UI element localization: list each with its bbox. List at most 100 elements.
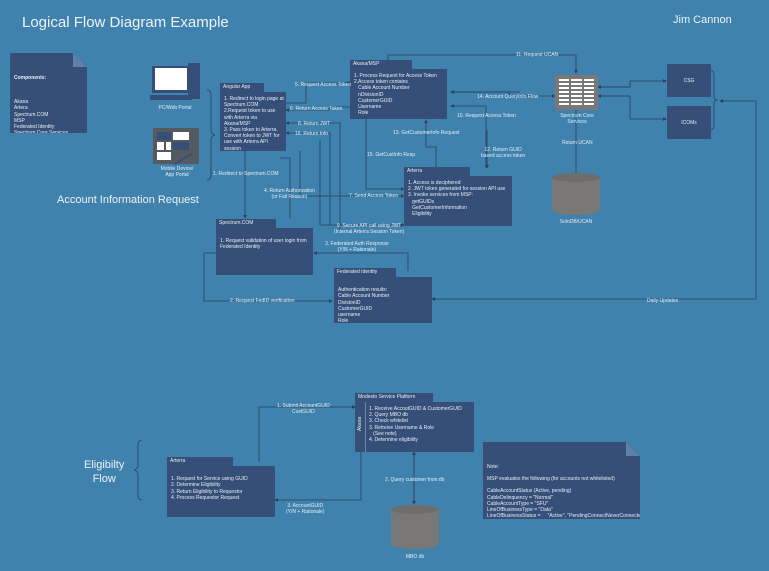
flow-label-6: 6. Return Access Token — [290, 106, 343, 112]
flow-label-3-line1: 3. Federated Auth Response — [325, 241, 389, 247]
section-eligibility: Eligibilty Flow — [84, 458, 124, 486]
flow-label-3-line2: (Y/N + Rationale) — [337, 247, 377, 253]
package-body: 1. Request validation of user login from… — [216, 228, 313, 275]
section-account-info: Account Information Request — [57, 194, 199, 206]
line-5 — [286, 81, 351, 104]
flow-label-daily-updates: Daily Updates — [647, 298, 679, 304]
flow-label-8: 8. Return JWT — [298, 121, 331, 127]
flow-label-e3: 3. AccountGUID (Y/N + Rationale) — [286, 503, 325, 515]
line-11 — [387, 54, 578, 74]
package-body: 1. Redirect to login page at Spectrum.CO… — [220, 92, 286, 152]
flow-label-2: 2. Request FedID verification — [230, 298, 295, 304]
line-9 — [319, 140, 405, 227]
flow-label-9-line2: (Internal Arterra Session Token) — [334, 229, 405, 235]
flow-label-9-line1: 9. Secure API call using JWT — [336, 223, 402, 229]
line-daily — [431, 100, 757, 301]
flow-label-e3-line1: 3. AccountGUID — [287, 503, 324, 509]
page-title: Logical Flow Diagram Example — [22, 14, 229, 31]
flow-label-3: 3. Federated Auth Response (Y/N + Ration… — [325, 241, 389, 253]
flow-label-7: 7. Send Access Token — [349, 193, 399, 199]
section-eligibility-line1: Eligibilty — [84, 459, 125, 471]
package-body: 1. Request for Service using GUID 2. Det… — [167, 466, 275, 517]
brace-eligibility — [133, 439, 143, 501]
package-title: Arterra — [404, 167, 470, 176]
package-angular-app: Angular App 1. Redirect to login page at… — [220, 83, 286, 152]
line-13 — [424, 119, 437, 169]
line-8 — [285, 121, 341, 232]
flow-label-e1-line2: CustGUID — [292, 409, 315, 415]
flow-label-5: 5. Request Access Token — [295, 82, 352, 88]
line-core-icoms — [598, 95, 667, 121]
package-side-label: Akana — [357, 416, 363, 431]
components-heading: Components: — [14, 74, 47, 81]
line-15 — [365, 119, 405, 191]
package-body: 1. Process Request for Access Token 2.Ac… — [350, 69, 447, 119]
flow-label-10: 10. Request Access Token — [457, 113, 516, 119]
package-title: Spectrum.COM — [216, 219, 276, 228]
pc-label: PC/Web Portal — [158, 105, 192, 111]
package-body: Authentication results: Cable Account Nu… — [334, 277, 432, 324]
line-e3 — [274, 452, 362, 502]
package-arterra: Arterra 1. Access is deciphered 2. JWT t… — [404, 167, 512, 226]
flow-label-12: 12. Return GUID based access token — [481, 147, 525, 159]
mobile-label-line1: Mobile Device/ — [160, 166, 194, 172]
brace-csg-icoms — [709, 69, 719, 131]
package-title: Akana/MSP — [350, 60, 412, 69]
components-note: Components: Akana Artera Spectrum.COM MS… — [10, 53, 87, 133]
flow-label-9: 9. Secure API call using JWT (Internal A… — [334, 223, 404, 235]
package-spectrum-com: Spectrum.COM 1. Request validation of us… — [216, 219, 313, 275]
flow-label-4: 4. Return Authorization (or Fail Reason) — [264, 188, 315, 200]
package-arterra-eligibility: Arterra 1. Request for Service using GUI… — [167, 457, 275, 517]
flow-label-e1: 1. Submit AccountGUID CustGUID — [277, 403, 330, 415]
line-7 — [299, 151, 405, 198]
solodb-cylinder-icon — [552, 173, 600, 217]
system-csg: CSG — [667, 64, 711, 97]
solodb-label: SoloDB/UCAN — [559, 219, 593, 225]
core-services-label-line2: Services — [567, 119, 587, 125]
line-3 — [313, 251, 409, 271]
line-4 — [280, 157, 291, 218]
flow-label-return-ucan: Return UCAN — [562, 140, 593, 146]
package-title: Modesto Service Platform — [355, 393, 433, 402]
flow-label-14: 14. Account QueryInfo Flow — [477, 94, 539, 100]
flow-label-4-line1: 4. Return Authorization — [264, 188, 315, 194]
author-name: Jim Cannon — [673, 14, 732, 26]
flow-label-13: 13. GetCustomerInfo Request — [393, 130, 460, 136]
mbodb-label: MBO db — [405, 554, 425, 560]
line-e1 — [258, 405, 356, 462]
line-6 — [285, 106, 350, 112]
brace-devices — [206, 89, 216, 181]
mbodb-cylinder-icon — [391, 505, 439, 551]
flow-label-15: 15. GetCustInfo Resp — [367, 152, 416, 158]
mobile-label: Mobile Device/ App Portal — [150, 166, 204, 178]
mobile-label-line2: App Portal — [165, 172, 189, 178]
package-title: Federated Identity — [334, 268, 396, 277]
mobile-device-icon — [153, 128, 199, 165]
system-icoms: ICOMs — [667, 106, 711, 139]
flow-label-4-line2: (or Fail Reason) — [271, 194, 308, 200]
pc-icon — [150, 63, 200, 105]
package-body: 1. Access is deciphered 2. JWT token gen… — [404, 176, 512, 226]
core-services-icon — [555, 75, 598, 110]
line-16 — [285, 131, 331, 225]
msp-evaluation-note: Note: MSP evaluates the following (for a… — [483, 442, 640, 519]
package-body: 1. Receive AccoutGUID & CustomerGUID 2. … — [355, 402, 474, 452]
line-2 — [203, 252, 333, 303]
package-akana-msp: Akana/MSP 1. Process Request for Access … — [350, 60, 447, 119]
flow-label-12-line1: 12. Return GUID — [484, 147, 522, 153]
flow-label-e2: 2. Query customer from db — [385, 477, 445, 483]
line-10 — [450, 104, 487, 168]
flow-label-e1-line1: 1. Submit AccountGUID — [277, 403, 330, 409]
core-services-label: Spectrum Core Services — [550, 113, 604, 125]
core-services-label-line1: Spectrum Core — [560, 113, 594, 119]
package-title: Arterra — [167, 457, 233, 466]
package-federated-identity: Federated Identity Authentication result… — [334, 268, 432, 324]
flow-label-e3-line2: (Y/N + Rationale) — [286, 509, 325, 515]
package-modesto-service-platform: Modesto Service Platform 1. Receive Acco… — [355, 393, 474, 452]
line-core-csg — [598, 79, 667, 88]
flow-label-11: 11. Request UCAN — [516, 52, 559, 58]
flow-label-1: 1. Redirect to Spectrum.COM — [213, 171, 279, 177]
flow-label-16: 16. Return Info — [295, 131, 329, 137]
flow-label-12-line2: based access token — [481, 153, 526, 159]
